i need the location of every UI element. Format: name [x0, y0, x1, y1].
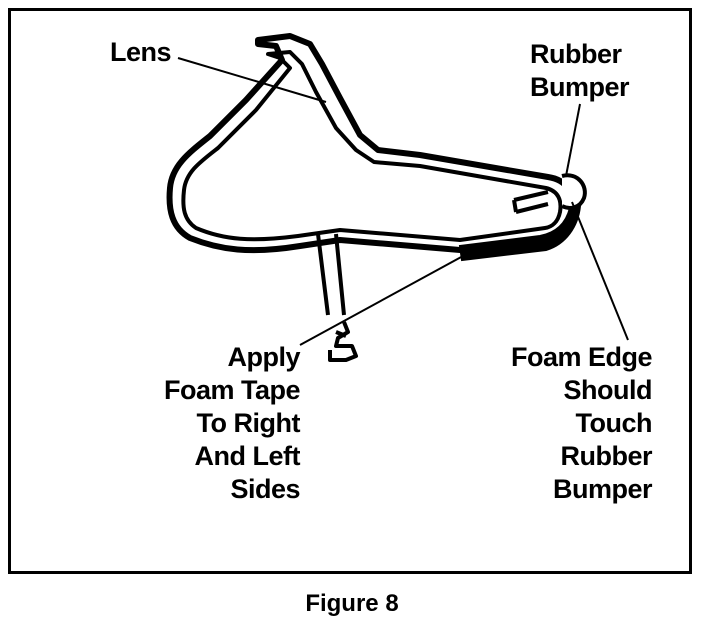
foam-edge-leader-line: [571, 201, 629, 341]
apply-foam-leader-line: [299, 249, 475, 346]
lens-stem: [316, 233, 346, 316]
bracket-tab: [512, 190, 549, 214]
lens-outline: [166, 33, 576, 254]
label-foam-edge: Foam Edge Should Touch Rubber Bumper: [510, 341, 653, 506]
label-line: Foam Tape: [163, 375, 301, 405]
label-apply-foam-tape: Apply Foam Tape To Right And Left Sides: [163, 341, 301, 506]
lens-inner-outline: [181, 50, 563, 242]
lens-leader-line: [177, 57, 327, 103]
label-lens: Lens: [110, 37, 172, 67]
label-line: Touch: [575, 408, 653, 438]
label-rubber-bumper: Rubber Bumper: [530, 38, 630, 104]
rubber-bumper-leader-line: [565, 103, 581, 177]
figure-frame: [8, 8, 692, 574]
stem-clip: [328, 321, 358, 362]
label-line: And Left: [194, 441, 301, 471]
figure-caption: Figure 8: [305, 590, 399, 617]
foam-tape: [458, 204, 582, 262]
label-line: Should: [563, 375, 653, 405]
label-line: Apply: [227, 342, 300, 372]
label-line: Bumper: [530, 72, 630, 102]
label-line: Rubber: [530, 39, 622, 69]
label-line: Foam Edge: [510, 342, 653, 372]
label-line: Sides: [230, 474, 300, 504]
label-line: Rubber: [560, 441, 653, 471]
label-line: Bumper: [552, 474, 653, 504]
label-line: To Right: [196, 408, 301, 438]
